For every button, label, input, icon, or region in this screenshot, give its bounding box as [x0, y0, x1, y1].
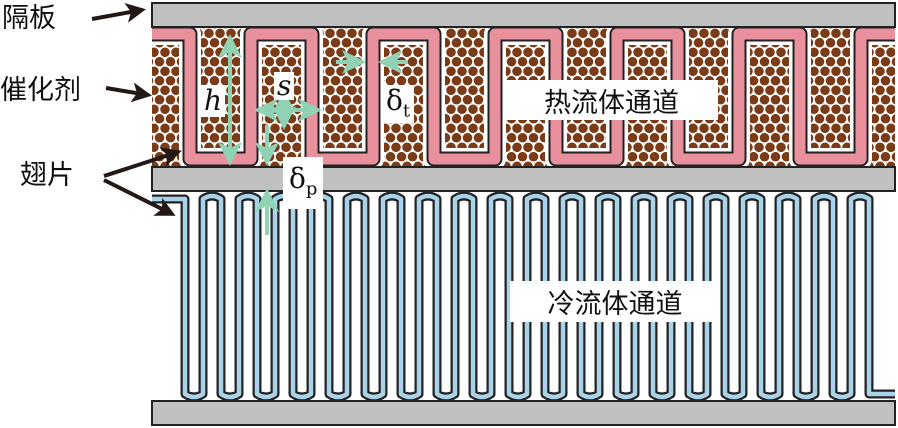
catalyst-pointer-arrow [105, 82, 152, 103]
hot-fin [152, 28, 895, 165]
symbol-h: h [201, 85, 226, 117]
symbol-s: s [274, 72, 295, 100]
subscript-p: p [305, 178, 318, 200]
label-plate: 隔板 [2, 3, 56, 34]
plate-top [151, 2, 896, 28]
subscript-t: t [402, 100, 411, 122]
delta-glyph: δ [386, 84, 403, 117]
symbol-delta-t: δt [382, 84, 415, 123]
fin-pointer-arrow-hot [103, 147, 182, 178]
cold-channel-label: 冷流体通道 [510, 281, 720, 322]
symbol-delta-p: δp [283, 157, 324, 209]
delta-glyph: δ [289, 162, 306, 195]
plate-bottom [151, 400, 896, 426]
label-fin: 翅片 [20, 160, 74, 191]
hot-channel-label: 热流体通道 [505, 80, 718, 120]
label-catalyst: 催化剂 [0, 75, 81, 106]
plate-pointer-arrow [91, 2, 146, 23]
plate-middle [151, 166, 896, 192]
fin-pointer-arrow-cold [103, 178, 176, 216]
